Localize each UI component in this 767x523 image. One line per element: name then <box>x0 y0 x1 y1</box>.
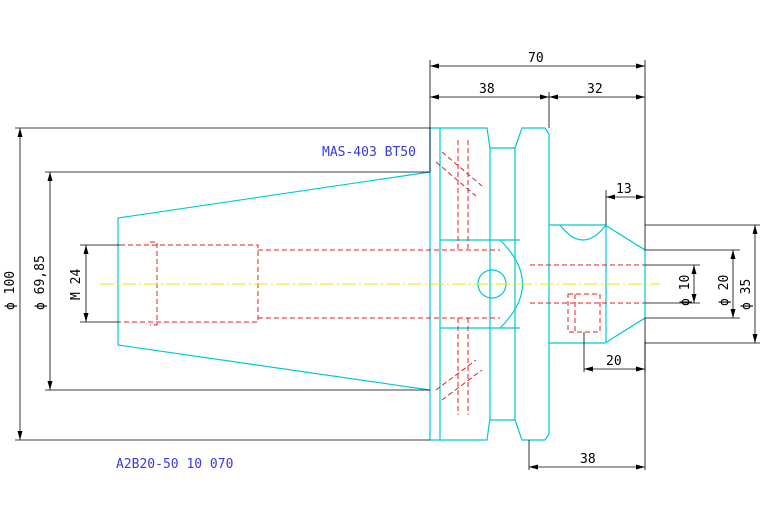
nose-relief <box>559 224 607 241</box>
dim-nose-length: 13 <box>616 182 632 197</box>
taper-shank <box>117 171 431 391</box>
dim-nose-dia-small: ϕ 20 <box>717 275 732 306</box>
coolant-top-diag-2 <box>435 161 477 197</box>
dimension-texts: 70 38 32 13 20 38 ϕ 100 ϕ 69,85 M 24 ϕ 1… <box>3 51 754 467</box>
dim-screw-offset: 20 <box>606 354 622 369</box>
hidden-features <box>120 140 645 415</box>
part-number-label: A2B20-50 10 070 <box>116 457 233 472</box>
coolant-bot-diag-2 <box>435 359 477 391</box>
dimension-lines <box>15 60 760 470</box>
dim-nose-dia-large: ϕ 35 <box>739 279 754 310</box>
dim-bore: ϕ 10 <box>678 275 693 306</box>
dim-flange-to-gauge: 38 <box>479 82 495 97</box>
dim-total-length: 70 <box>528 51 544 66</box>
flange-rim-left <box>440 127 491 441</box>
clamp-screw <box>567 293 601 333</box>
coolant-top-diag-1 <box>441 151 483 187</box>
dim-taper-dia: ϕ 69,85 <box>33 255 48 310</box>
standard-label: MAS-403 BT50 <box>322 145 416 160</box>
arrowheads <box>17 63 758 470</box>
dim-body-length: 38 <box>580 452 596 467</box>
coolant-bot-diag-1 <box>441 369 483 401</box>
dim-projection: 32 <box>587 82 603 97</box>
dim-thread: M 24 <box>69 269 84 300</box>
dim-flange-dia: ϕ 100 <box>3 271 18 310</box>
